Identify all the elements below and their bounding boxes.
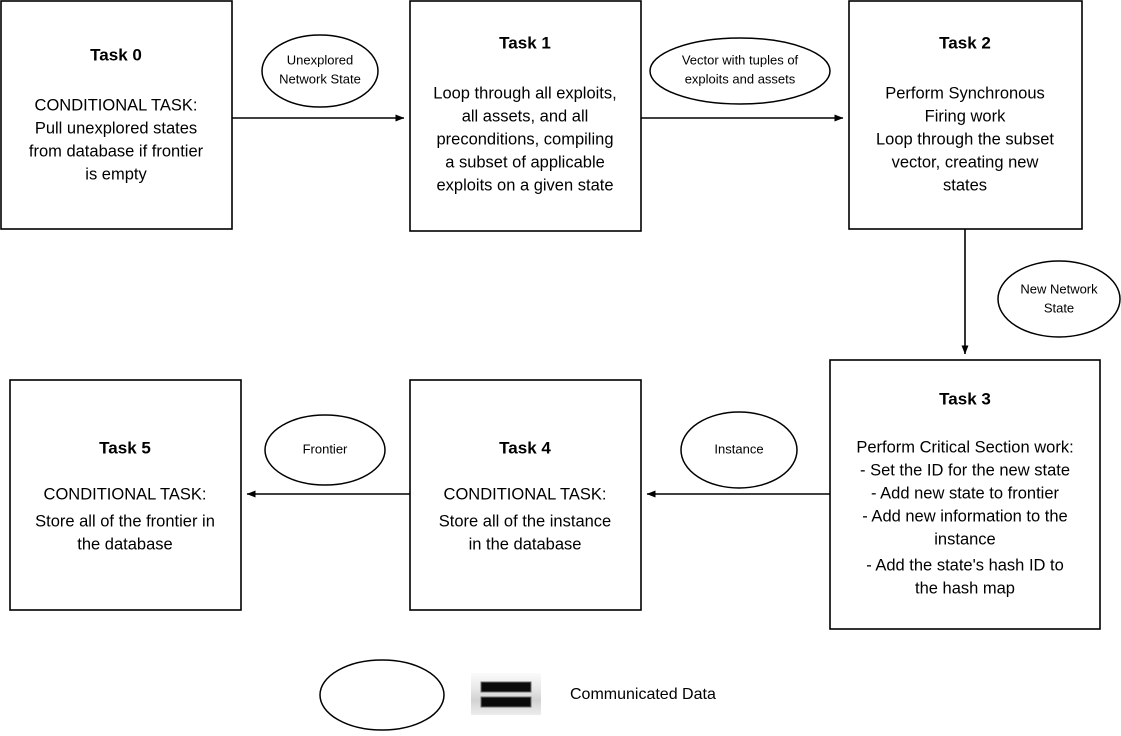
task5-line-2: Store all of the frontier in <box>35 512 215 530</box>
new-network-state-line-1: New Network <box>1020 281 1098 296</box>
task4-line-1: CONDITIONAL TASK: <box>444 485 607 503</box>
task4-line-2: Store all of the instance <box>439 512 611 530</box>
task3-line-6: - Add the state's hash ID to <box>866 556 1064 574</box>
frontier-label: Frontier <box>303 441 348 456</box>
task1-line-3: preconditions, compiling <box>436 130 613 148</box>
task5-line-3: the database <box>77 535 172 553</box>
task2-line-3: Loop through the subset <box>876 130 1054 148</box>
edge-label-instance[interactable]: Instance <box>680 411 798 489</box>
task3-box[interactable] <box>829 359 1101 630</box>
task5-title: Task 5 <box>99 438 151 457</box>
node-task4[interactable]: Task 4 CONDITIONAL TASK: Store all of th… <box>409 379 642 611</box>
node-task2[interactable]: Task 2 Perform Synchronous Firing work L… <box>848 0 1083 230</box>
instance-label: Instance <box>714 441 763 456</box>
task2-line-4: vector, creating new <box>892 153 1039 171</box>
task3-line-7: the hash map <box>915 579 1015 597</box>
task3-line-3: - Add new state to frontier <box>871 484 1060 502</box>
unexplored-network-state-line-1: Unexplored <box>287 52 354 67</box>
vector-tuples-line-1: Vector with tuples of <box>682 52 799 67</box>
task5-box[interactable] <box>9 379 242 611</box>
task1-line-2: all assets, and all <box>462 107 589 125</box>
node-task1[interactable]: Task 1 Loop through all exploits, all as… <box>409 0 642 232</box>
task3-line-5: instance <box>934 530 995 548</box>
new-network-state-line-2: State <box>1044 300 1074 315</box>
instance-ellipse[interactable] <box>680 411 798 489</box>
node-task3[interactable]: Task 3 Perform Critical Section work: - … <box>829 359 1101 630</box>
task4-title: Task 4 <box>499 438 551 457</box>
unexplored-network-state-ellipse[interactable] <box>261 34 379 108</box>
edge-label-vector-tuples[interactable]: Vector with tuples of exploits and asset… <box>649 37 831 105</box>
task2-line-5: states <box>943 176 987 194</box>
unexplored-network-state-line-2: Network State <box>279 71 361 86</box>
task5-line-1: CONDITIONAL TASK: <box>44 485 207 503</box>
task2-title: Task 2 <box>939 33 991 52</box>
edge-label-frontier[interactable]: Frontier <box>264 414 386 486</box>
task0-line-3: from database if frontier <box>29 142 204 160</box>
task1-title: Task 1 <box>499 33 551 52</box>
task0-line-1: CONDITIONAL TASK: <box>35 96 198 114</box>
task4-box[interactable] <box>409 379 642 611</box>
node-task5[interactable]: Task 5 CONDITIONAL TASK: Store all of th… <box>9 379 242 611</box>
legend-label-communicated-data: Communicated Data <box>570 686 716 703</box>
legend: Communicated Data <box>319 659 716 731</box>
legend-ellipse-shape <box>319 659 445 731</box>
equals-sign-icon <box>471 673 541 715</box>
task1-line-5: exploits on a given state <box>436 176 613 194</box>
task2-box[interactable] <box>848 0 1083 230</box>
task2-line-1: Perform Synchronous <box>885 84 1045 102</box>
task3-line-4: - Add new information to the <box>862 507 1067 525</box>
task2-line-2: Firing work <box>925 107 1006 125</box>
vector-tuples-ellipse[interactable] <box>649 37 831 105</box>
task3-line-1: Perform Critical Section work: <box>856 438 1073 456</box>
task4-line-3: in the database <box>469 535 582 553</box>
task1-line-4: a subset of applicable <box>445 153 605 171</box>
edge-label-new-network-state[interactable]: New Network State <box>997 260 1121 338</box>
edge-label-unexplored-network-state[interactable]: Unexplored Network State <box>261 34 379 108</box>
task0-box[interactable] <box>0 0 233 230</box>
task0-title: Task 0 <box>90 45 142 64</box>
vector-tuples-line-2: exploits and assets <box>685 71 796 86</box>
new-network-state-ellipse[interactable] <box>997 260 1121 338</box>
task0-line-2: Pull unexplored states <box>35 119 197 137</box>
task1-box[interactable] <box>409 0 642 232</box>
task3-line-2: - Set the ID for the new state <box>860 461 1070 479</box>
task3-title: Task 3 <box>939 389 991 408</box>
node-task0[interactable]: Task 0 CONDITIONAL TASK: Pull unexplored… <box>0 0 233 230</box>
frontier-ellipse[interactable] <box>264 414 386 486</box>
task1-line-1: Loop through all exploits, <box>433 84 616 102</box>
task0-line-4: is empty <box>85 165 147 183</box>
